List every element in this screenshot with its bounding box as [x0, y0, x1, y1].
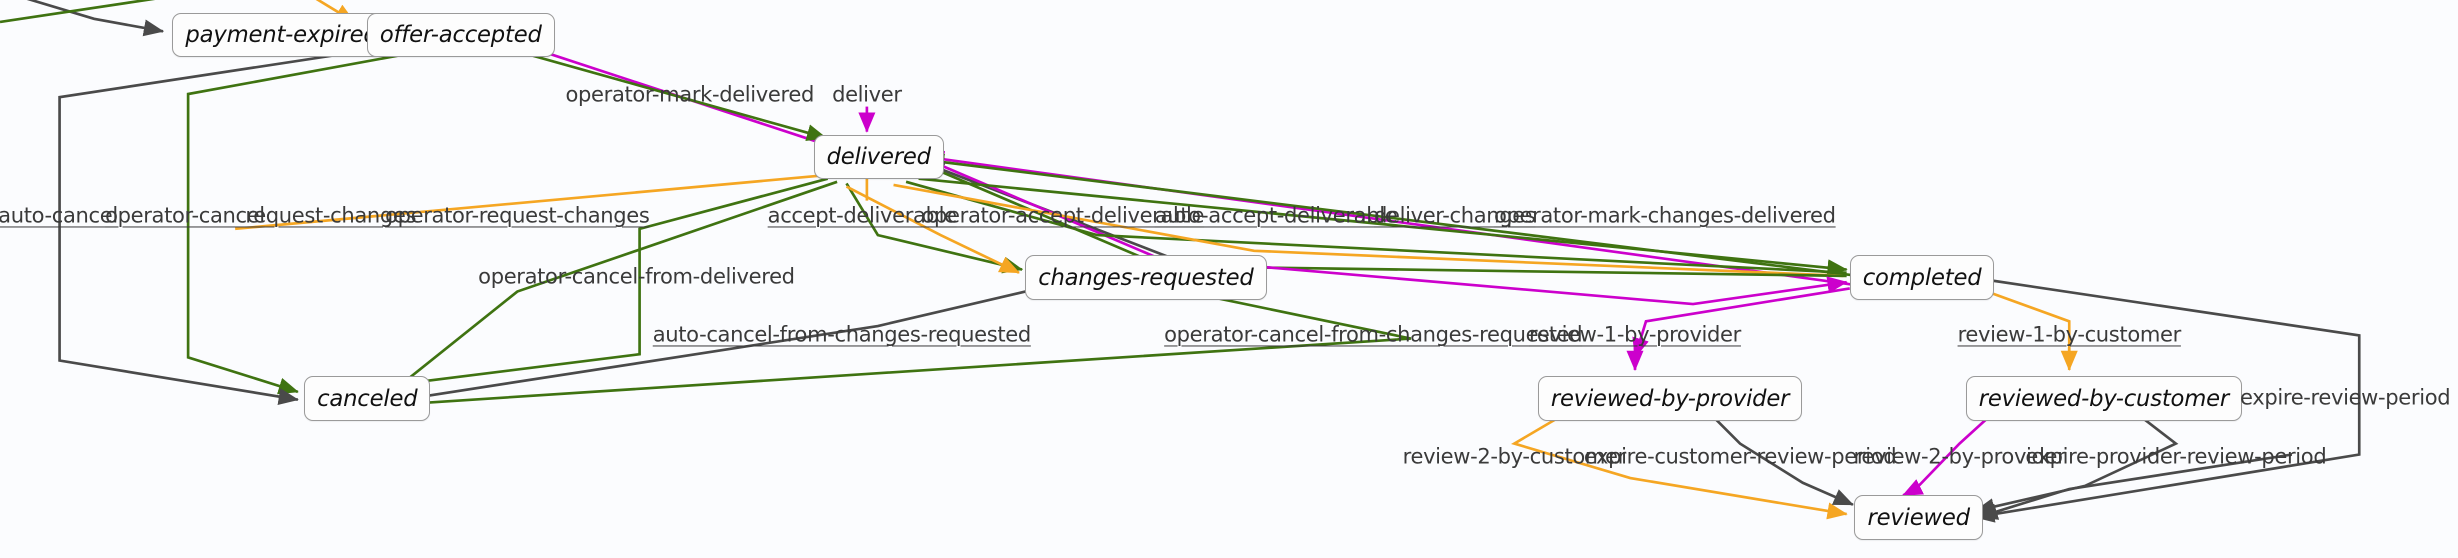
node-changes-requested[interactable]: changes-requested [1025, 255, 1267, 301]
edge-label-operator-cancel: operator-cancel [105, 202, 265, 228]
edge-label-operator-cancel-from-changes-requested: operator-cancel-from-changes-requested [1164, 321, 1583, 347]
edge-label-auto-cancel-from-changes-requested: auto-cancel-from-changes-requested [652, 321, 1031, 347]
edge-delivered-fan-green-2 [391, 180, 838, 393]
edge-auto-cancel-to-canceled [58, 45, 389, 405]
node-label: delivered [826, 144, 932, 171]
edge-delivered-to-changes-requested-orange-2 [845, 185, 1020, 274]
edge-offer-accepted-to-delivered-green [490, 42, 828, 141]
node-label: completed [1862, 264, 1982, 291]
edge-changes-requested-to-canceled-dark [390, 290, 1026, 407]
edge-changes-requested-to-completed-magenta [1184, 258, 1848, 306]
node-label: canceled [317, 385, 418, 412]
edge-label-operator-cancel-from-delivered: operator-cancel-from-delivered [478, 263, 795, 289]
node-completed[interactable]: completed [1849, 255, 1995, 301]
edge-offer-accepted-to-canceled-green [186, 51, 411, 395]
edge-completed-to-reviewed-by-provider [1632, 287, 1850, 359]
edge-label-expire-review-period: expire-review-period [2240, 384, 2451, 410]
edge-label-operator-accept-deliverable: operator-accept-deliverable [921, 202, 1205, 228]
edge-label-deliver-changes: deliver-changes [1373, 202, 1536, 228]
edge-label-accept-deliverable: accept-deliverable [767, 202, 957, 228]
edge-label-operator-mark-changes-delivered: operator-mark-changes-delivered [1493, 202, 1836, 228]
edge-label-expire-customer-review-period: expire-customer-review-period [1583, 443, 1897, 469]
node-label: reviewed-by-provider [1550, 385, 1790, 412]
edge-delivered-to-completed-green-1 [918, 177, 1848, 277]
edge-label-operator-mark-delivered: operator-mark-delivered [565, 81, 815, 107]
node-reviewed-by-customer[interactable]: reviewed-by-customer [1965, 376, 2243, 421]
edge-label-operator-request-changes: operator-request-changes [385, 202, 650, 228]
edge-reviewed-by-provider-to-reviewed-dark [1707, 411, 1854, 506]
edge-delivered-to-completed-orange [893, 183, 1844, 278]
node-offer-accepted[interactable]: offer-accepted [366, 12, 555, 58]
edge-changes-requested-to-completed-green [1185, 265, 1847, 278]
edge-completed-to-reviewed-expire [1974, 277, 2361, 523]
node-reviewed[interactable]: reviewed [1854, 495, 1983, 540]
edge-to-payment-expired [26, 0, 165, 37]
edge-delivered-fan-green-3 [845, 182, 1024, 274]
edge-label-review-1-by-customer: review-1-by-customer [1957, 321, 2182, 347]
node-label: reviewed-by-customer [1978, 385, 2230, 412]
edge-expire-provider-review-period-to-reviewed [1977, 453, 2293, 520]
node-label: payment-expired [185, 21, 378, 48]
edge-green-topleft-1 [0, 0, 156, 24]
edges [0, 0, 2361, 523]
node-label: offer-accepted [379, 21, 542, 48]
edge-label-auto-accept-deliverable: auto-accept-deliverable [1154, 202, 1398, 228]
edge-reviewed-by-provider-to-reviewed-orange [1510, 411, 1848, 520]
edge-label-deliver: deliver [832, 81, 902, 107]
edge-delivered-to-changes-requested-orange [235, 174, 822, 231]
node-label: changes-requested [1038, 264, 1254, 291]
node-reviewed-by-provider[interactable]: reviewed-by-provider [1537, 376, 1803, 421]
edge-completed-to-reviewed-by-customer [1977, 287, 2071, 358]
edge-label-expire-provider-review-period: expire-provider-review-period [2025, 443, 2327, 469]
edge-label-review-2-by-customer: review-2-by-customer [1402, 443, 1627, 469]
edge-label-request-changes: request-changes [245, 202, 417, 228]
edge-label-auto-cancel: auto-cancel [0, 202, 118, 228]
edge-delivered-fan-green-1 [312, 177, 829, 402]
node-delivered[interactable]: delivered [813, 134, 944, 180]
node-payment-expired[interactable]: payment-expired [172, 12, 391, 58]
edge-label-review-2-by-provider: review-2-by-provider [1853, 443, 2066, 469]
edge-reviewed-by-customer-to-reviewed-magenta [1902, 411, 1995, 497]
edge-reviewed-by-customer-to-reviewed-dark [1974, 411, 2179, 516]
node-canceled[interactable]: canceled [304, 376, 431, 421]
edge-changes-requested-to-canceled-green [398, 290, 1412, 412]
node-label: reviewed [1867, 504, 1970, 531]
edge-label-review-1-by-provider: review-1-by-provider [1529, 321, 1741, 347]
